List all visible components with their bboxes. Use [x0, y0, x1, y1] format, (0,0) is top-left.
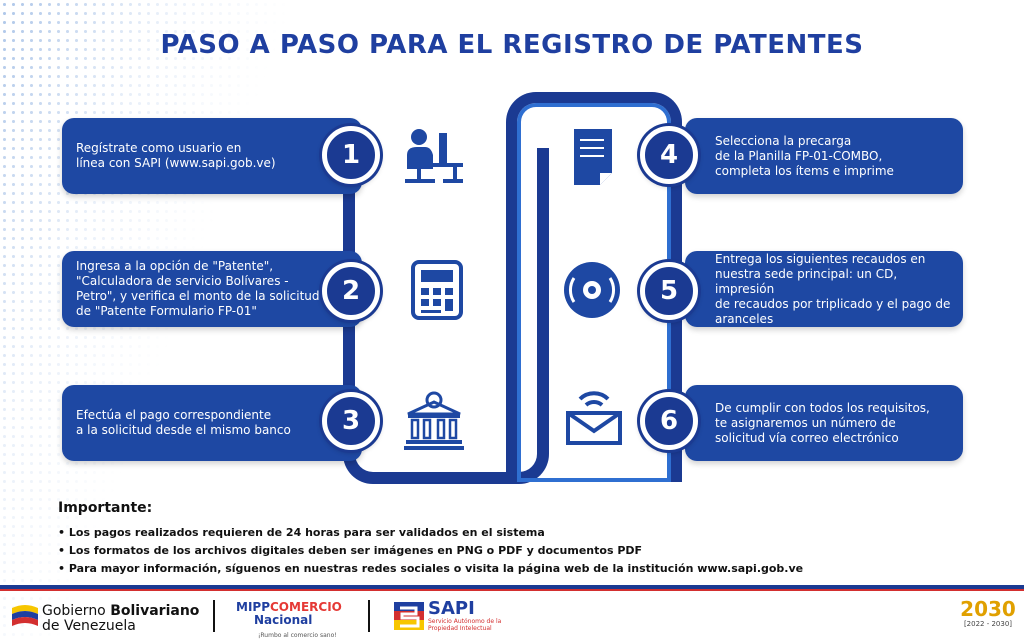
- sapi-logo-text: SAPI Servicio Autónomo de la Propiedad I…: [428, 600, 501, 632]
- bank-icon: [402, 388, 466, 452]
- step-number-6: 6: [640, 392, 698, 450]
- footer-separator-2: [368, 600, 370, 632]
- step-text-6: De cumplir con todos los requisitos, te …: [715, 401, 930, 446]
- plan-label: 2030: [958, 598, 1018, 620]
- step-card-1: Regístrate como usuario en línea con SAP…: [62, 118, 362, 194]
- calculator-icon: [405, 258, 469, 322]
- important-notes: Importante: Los pagos realizados requier…: [58, 500, 958, 578]
- important-list: Los pagos realizados requieren de 24 hor…: [58, 524, 958, 578]
- important-title: Importante:: [58, 500, 958, 516]
- step-text-5: Entrega los siguientes recaudos en nuest…: [715, 252, 951, 327]
- sapi-line1: Servicio Autónomo de la: [428, 618, 501, 625]
- step-text-4: Selecciona la precarga de la Planilla FP…: [715, 134, 894, 179]
- footer-separator-1: [213, 600, 215, 632]
- step-number-1: 1: [322, 126, 380, 184]
- gov-line1-bold: Bolivariano: [110, 603, 199, 619]
- step-number-4: 4: [640, 126, 698, 184]
- step-number-3: 3: [322, 392, 380, 450]
- plan-2030-logo: 2030 [2022 - 2030]: [958, 598, 1018, 629]
- step-number-2: 2: [322, 262, 380, 320]
- step-text-1: Regístrate como usuario en línea con SAP…: [76, 141, 276, 171]
- footer-divider-red: [0, 589, 1024, 591]
- step-number-5: 5: [640, 262, 698, 320]
- step-card-3: Efectúa el pago correspondiente a la sol…: [62, 385, 362, 461]
- step-card-6: De cumplir con todos los requisitos, te …: [685, 385, 963, 461]
- step-text-3: Efectúa el pago correspondiente a la sol…: [76, 408, 291, 438]
- gov-line1: Gobierno: [42, 603, 110, 619]
- important-item-3: Para mayor información, síguenos en nues…: [58, 560, 958, 578]
- document-icon: [560, 125, 624, 189]
- important-item-2: Los formatos de los archivos digitales d…: [58, 542, 958, 560]
- venezuela-flag-icon: [10, 602, 40, 632]
- mipp-comercio: COMERCIO: [270, 600, 342, 614]
- step-card-2: Ingresa a la opción de "Patente", "Calcu…: [62, 251, 362, 327]
- step-card-4: Selecciona la precarga de la Planilla FP…: [685, 118, 963, 194]
- computer-user-icon: [403, 125, 467, 189]
- sapi-line2: Propiedad Intelectual: [428, 625, 501, 632]
- page-title: PASO A PASO PARA EL REGISTRO DE PATENTES: [0, 30, 1024, 60]
- mipp-slogan: ¡Rumbo al comercio sano!: [258, 632, 337, 639]
- email-icon: [562, 385, 626, 449]
- mipp-logo: MIPPCOMERCIO Nacional ¡Rumbo al comercio…: [236, 600, 342, 640]
- sapi-logo-icon: [394, 602, 424, 630]
- step-text-2: Ingresa a la opción de "Patente", "Calcu…: [76, 259, 320, 319]
- gov-logo-text: Gobierno Bolivariano de Venezuela: [42, 604, 199, 634]
- cd-icon: [560, 258, 624, 322]
- mipp-nacional: Nacional: [254, 613, 312, 627]
- plan-years: [2022 - 2030]: [958, 620, 1018, 629]
- sapi-name: SAPI: [428, 600, 501, 618]
- important-item-1: Los pagos realizados requieren de 24 hor…: [58, 524, 958, 542]
- mipp-top: MIPP: [236, 600, 270, 614]
- gov-line2: de Venezuela: [42, 618, 136, 634]
- step-card-5: Entrega los siguientes recaudos en nuest…: [685, 251, 963, 327]
